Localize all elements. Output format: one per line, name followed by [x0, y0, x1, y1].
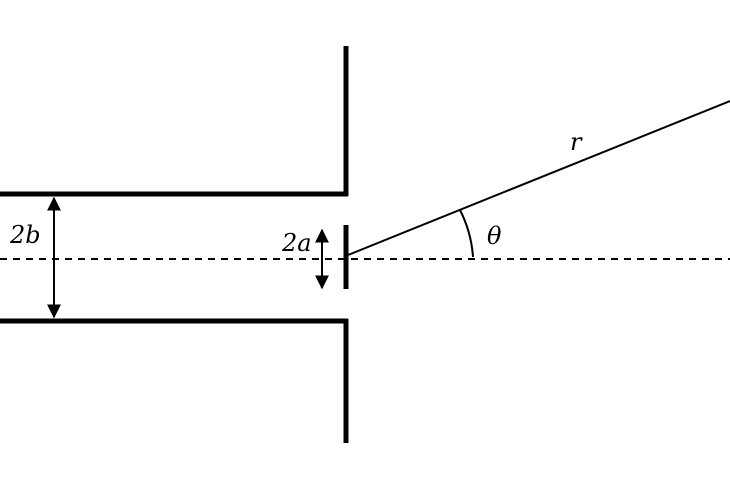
radius-label: r	[570, 128, 583, 156]
angle-arc	[459, 209, 474, 258]
radius-line	[347, 100, 730, 256]
aperture-width-label: 2a	[281, 229, 312, 257]
pipe-width-label: 2b	[9, 221, 41, 249]
angle-label: θ	[487, 222, 502, 250]
